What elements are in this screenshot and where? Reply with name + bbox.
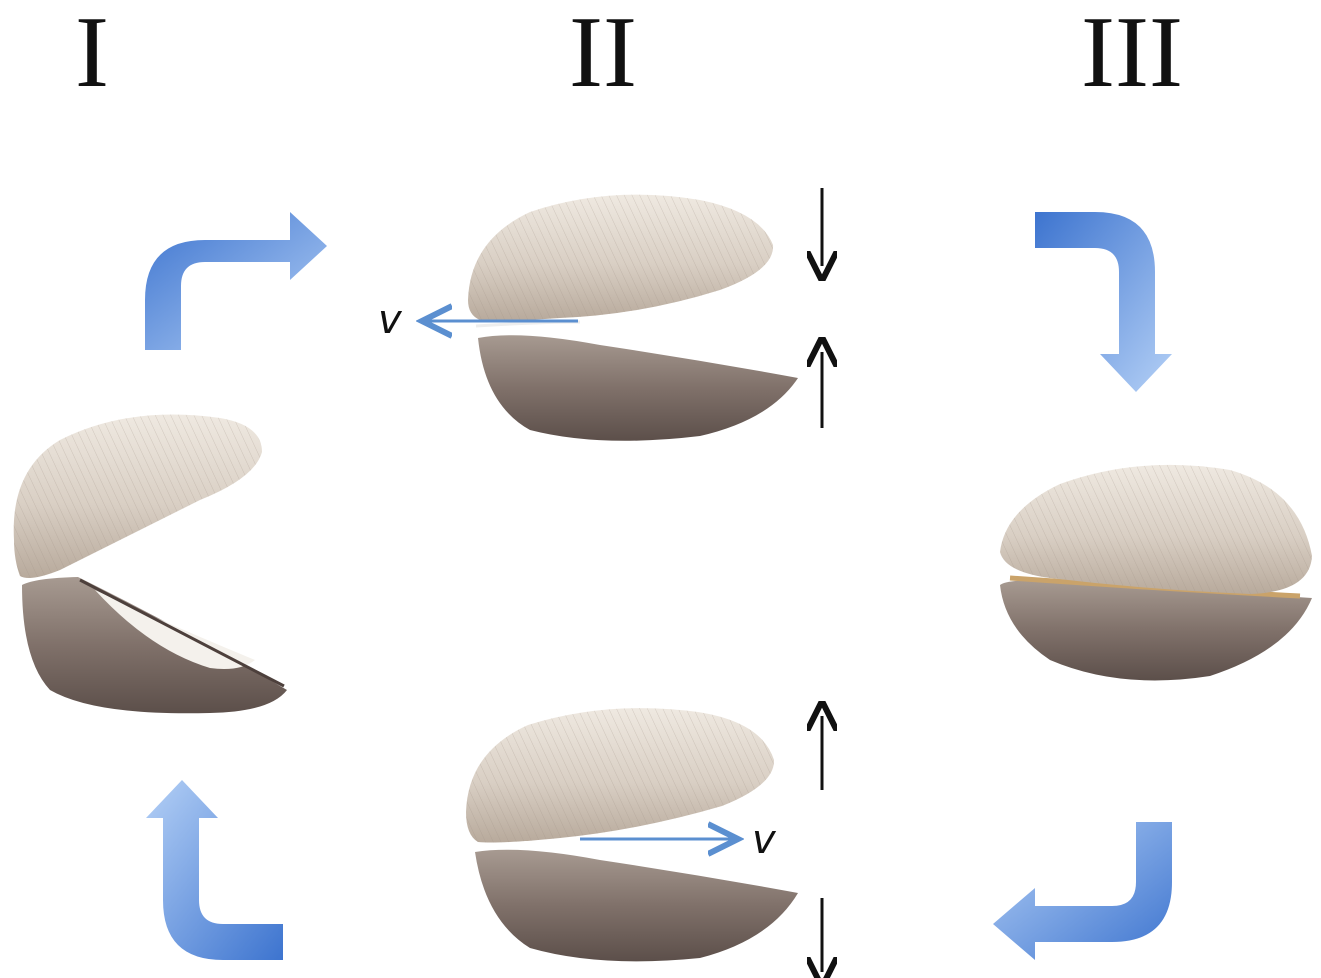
velocity-label-top: v <box>378 297 403 343</box>
stage-label-i: I <box>75 0 109 109</box>
flow-arrow-ii-to-i <box>146 780 283 960</box>
stage-label-ii: II <box>569 0 637 109</box>
stage-label-iii: III <box>1081 0 1183 109</box>
velocity-label-bottom: v <box>752 817 777 863</box>
clam-open-stage-i <box>13 414 287 714</box>
flow-arrow-i-to-ii <box>145 212 327 350</box>
flow-arrow-ii-to-iii <box>1035 212 1172 392</box>
clam-opening-stage-ii-bottom <box>466 708 798 962</box>
flow-arrow-iii-to-ii <box>993 822 1172 960</box>
clam-closing-stage-ii-top <box>468 194 798 441</box>
clam-closed-stage-iii <box>1000 464 1312 681</box>
